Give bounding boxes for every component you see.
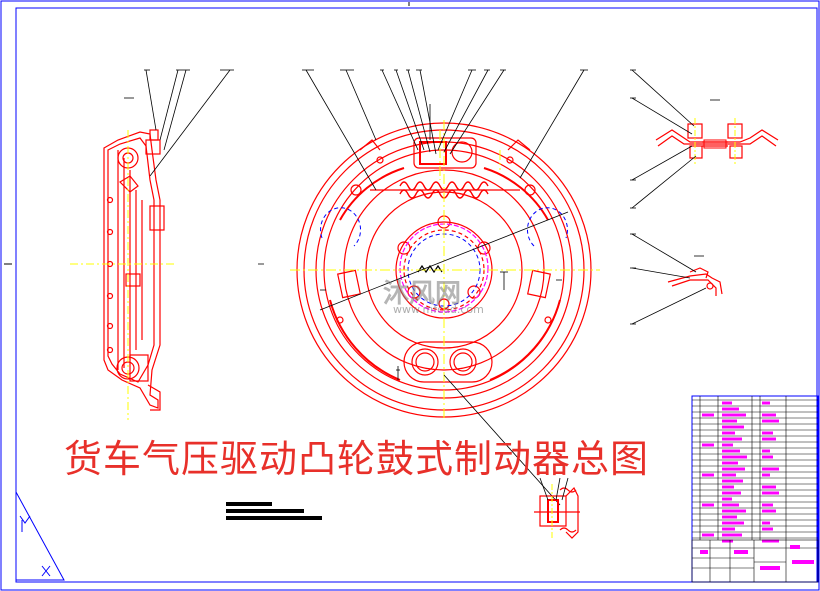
parts-list-material: [762, 527, 773, 531]
detail-view-mid: [667, 267, 723, 296]
parts-list-code: [702, 443, 714, 447]
parts-list-material: [762, 485, 776, 489]
parts-list-name: [722, 467, 745, 471]
side-view: [103, 129, 165, 411]
parts-list-name: [722, 485, 734, 489]
parts-list-name: [722, 533, 742, 537]
watermark-logo: 沐风网: [383, 279, 462, 309]
title-block: [691, 539, 819, 583]
parts-list-name: [722, 503, 739, 507]
parts-list-name: [722, 509, 746, 513]
ucs-axis-icon: [15, 491, 65, 581]
parts-list-material: [762, 419, 779, 423]
side-view-leaders: [124, 69, 234, 177]
parts-list-name: [722, 425, 744, 429]
parts-list-name: [722, 497, 732, 501]
parts-list-material: [762, 503, 773, 507]
parts-list-material: [762, 413, 776, 417]
parts-list-name: [722, 479, 743, 483]
parts-list-name: [722, 407, 739, 411]
parts-list-material: [762, 437, 776, 441]
parts-list-name: [722, 449, 740, 453]
parts-list-material: [762, 449, 770, 453]
parts-list-material: [762, 431, 773, 435]
parts-list-name: [722, 461, 738, 465]
parts-list: [691, 395, 819, 583]
parts-list-material: [762, 521, 770, 525]
technical-notes: [226, 502, 322, 520]
parts-list-name: [722, 491, 741, 495]
parts-list-code: [702, 503, 714, 507]
parts-list-name: [722, 437, 742, 441]
drawing-title: 货车气压驱动凸轮鼓式制动器总图: [64, 437, 650, 481]
parts-list-material: [762, 455, 773, 459]
parts-list-code: [702, 473, 714, 477]
detail-view-bottom: [534, 486, 580, 539]
detail-view-top: [655, 123, 779, 159]
parts-list-name: [722, 539, 733, 543]
parts-list-material: [762, 467, 779, 471]
main-view-leaders: [258, 69, 588, 506]
parts-list-name: [722, 455, 747, 459]
parts-list-name: [722, 515, 737, 519]
parts-list-name: [722, 527, 735, 531]
parts-list-code: [702, 413, 714, 417]
parts-list-name: [722, 521, 744, 525]
parts-list-name: [722, 401, 732, 405]
detail-view-top-centerlines: [694, 118, 736, 164]
parts-list-material: [762, 491, 779, 495]
detail-view-mid-leaders: [630, 233, 707, 325]
parts-list-material: [762, 401, 770, 405]
parts-list-name: [722, 413, 746, 417]
parts-list-name: [722, 431, 735, 435]
parts-list-code: [702, 533, 714, 537]
parts-list-name: [722, 443, 733, 447]
detail-view-top-leaders: [630, 69, 720, 209]
main-view-centerlines: [290, 120, 600, 420]
parts-list-name: [722, 473, 736, 477]
inner-frame: [15, 7, 818, 583]
parts-list-name: [722, 419, 737, 423]
parts-list-material: [762, 509, 776, 513]
parts-list-material: [762, 473, 770, 477]
watermark-url: www.mfcad.com: [393, 303, 484, 316]
parts-list-material: [762, 539, 779, 543]
